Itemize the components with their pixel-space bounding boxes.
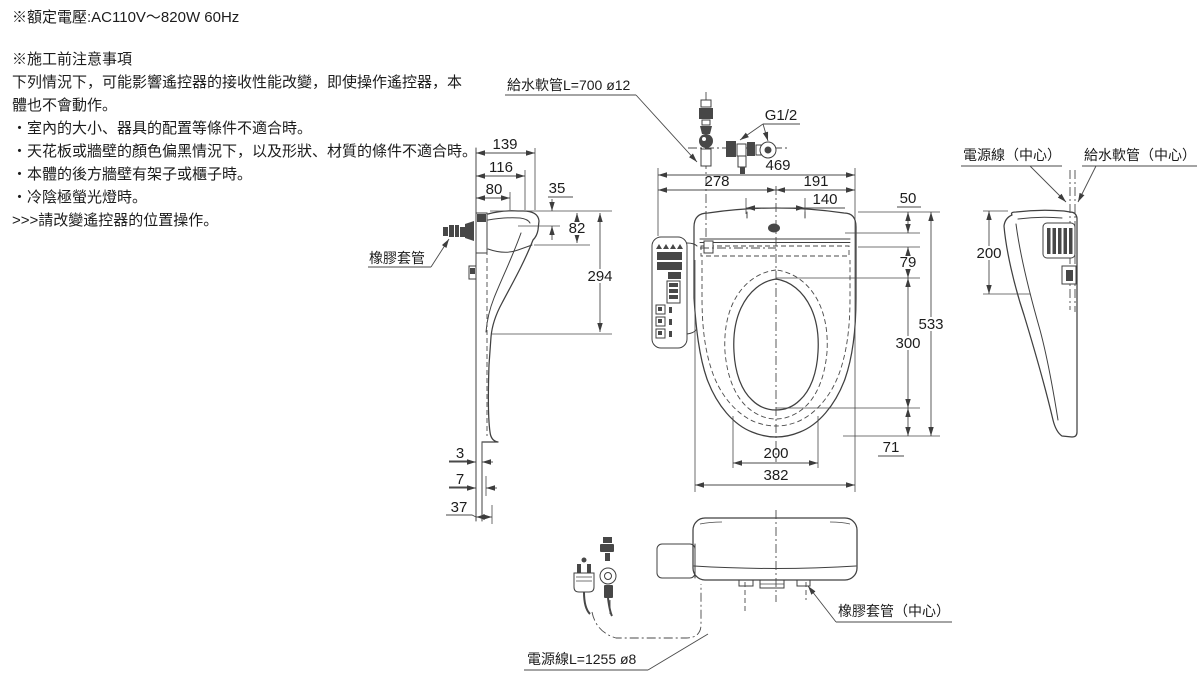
vent-grille <box>1042 222 1076 259</box>
side-panel-front <box>656 543 696 579</box>
control-panel <box>651 236 688 349</box>
side-view-left: 139 116 80 35 82 294 3 <box>368 136 615 524</box>
dim-35: 35 <box>549 180 566 197</box>
dim-469: 469 <box>765 157 790 174</box>
dim-533: 533 <box>918 316 943 333</box>
dim-200-plan: 200 <box>763 445 788 462</box>
note-bullet-4: ・冷陰極螢光燈時。 <box>12 189 148 206</box>
dim-116: 116 <box>489 159 513 176</box>
note-bullet-1: ・室內的大小、器具的配置等條件不適合時。 <box>12 120 313 137</box>
dim-300: 300 <box>895 335 920 352</box>
notes-heading: ※施工前注意事項 <box>12 51 133 68</box>
note-bullet-3: ・本體的後方牆壁有架子或櫃子時。 <box>12 166 253 183</box>
dim-294: 294 <box>587 268 612 285</box>
rubber-sleeve-connector <box>443 221 474 241</box>
rated-voltage-note: ※額定電壓:AC110V～820W 60Hz <box>12 9 240 26</box>
t-valve-fitting <box>726 141 777 174</box>
supply-fittings: 給水軟管L=700 ø12 G1/2 <box>505 77 800 240</box>
dim-200-right: 200 <box>976 245 1001 262</box>
rubber-sleeve-label: 橡膠套管 <box>369 250 425 266</box>
power-cord-center-label: 電源線（中心） <box>963 147 1061 163</box>
plan-view: 469 278 191 140 50 79 300 533 71 <box>651 157 948 492</box>
dim-140: 140 <box>812 191 837 208</box>
front-view: 電源線L=1255 ø8 橡膠套管（中心） <box>524 510 952 671</box>
note-bullet-2: ・天花板或牆壁的顏色偏黑情況下，以及形狀、材質的條件不適合時。 <box>12 143 478 160</box>
dim-7: 7 <box>456 471 464 488</box>
dim-71: 71 <box>883 439 900 456</box>
hose-fitting <box>699 99 713 167</box>
dim-80: 80 <box>486 181 503 198</box>
dim-278: 278 <box>704 173 729 190</box>
supply-hose-center-label: 給水軟管（中心） <box>1084 147 1196 163</box>
dim-82: 82 <box>569 220 586 237</box>
dim-191: 191 <box>803 173 828 190</box>
dim-79: 79 <box>900 254 917 271</box>
dim-37: 37 <box>451 499 468 516</box>
dim-139: 139 <box>492 136 517 153</box>
thread-size-label: G1/2 <box>765 107 798 124</box>
dim-50: 50 <box>900 190 917 207</box>
hose-connector-end <box>600 537 614 561</box>
note-advice: >>>請改變遙控器的位置操作。 <box>12 212 219 229</box>
ground-ring-terminal <box>599 567 617 617</box>
dim-382: 382 <box>763 467 788 484</box>
side-view-right: 200 電源線（中心） 給水軟管（中心） <box>961 147 1197 438</box>
power-plug <box>573 557 595 615</box>
supply-hose-label: 給水軟管L=700 ø12 <box>507 77 631 93</box>
power-cord-label: 電源線L=1255 ø8 <box>527 651 637 667</box>
notes-paragraph: 下列情況下，可能影響遙控器的接收性能改變，即使操作遙控器，本體也不會動作。 <box>12 74 463 114</box>
dim-3: 3 <box>456 445 464 462</box>
rubber-sleeve-center-label: 橡膠套管（中心） <box>838 603 950 619</box>
